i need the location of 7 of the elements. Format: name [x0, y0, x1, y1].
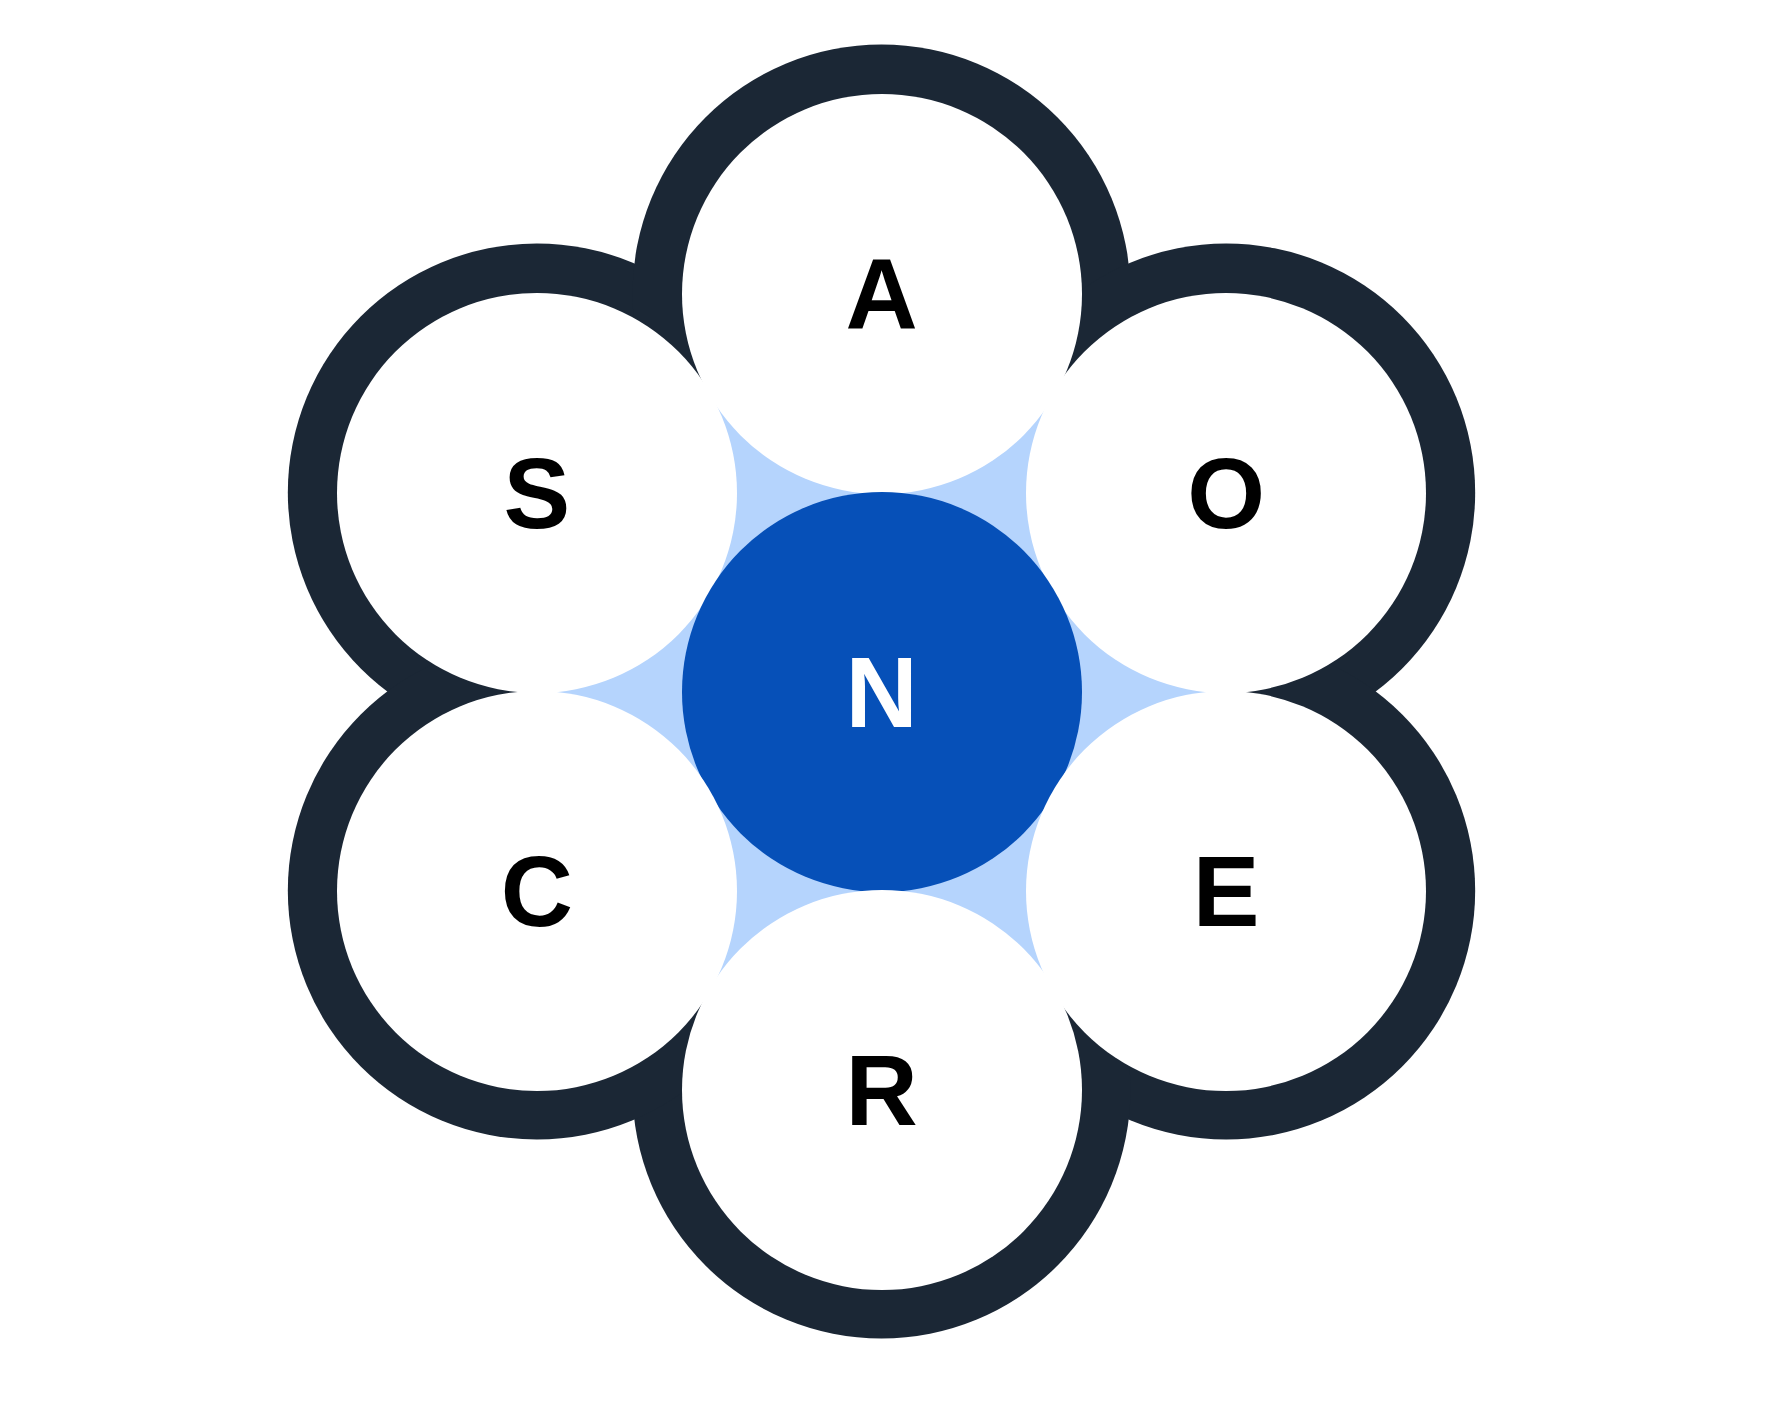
letter: A	[845, 243, 918, 344]
letter: N	[845, 641, 918, 742]
letter: E	[1192, 840, 1260, 941]
letter: C	[500, 840, 573, 941]
letter: O	[1187, 442, 1266, 543]
letter: R	[845, 1039, 918, 1140]
letter: S	[503, 442, 571, 543]
